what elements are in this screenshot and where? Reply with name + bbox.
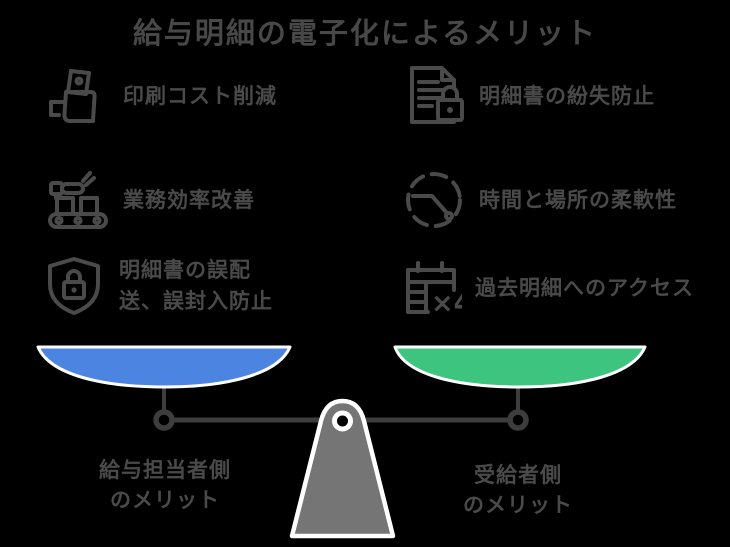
page-title: 給与明細の電子化によるメリット	[132, 18, 598, 50]
fulcrum-hole	[332, 410, 353, 432]
left-pan	[36, 345, 292, 389]
clock-icon	[402, 168, 466, 232]
benefit-label: 業務効率改善	[123, 188, 255, 212]
balance-scale	[36, 345, 647, 539]
left-ring	[153, 409, 175, 431]
right-pan-label: 受給者側 のメリット	[463, 464, 573, 517]
benefit-item-flexibility: 時間と場所の柔軟性	[402, 164, 677, 236]
benefit-label: 時間と場所の柔軟性	[479, 188, 677, 212]
benefit-item-print-cost: 印刷コスト削減	[46, 60, 277, 132]
conveyor-icon	[46, 168, 110, 232]
benefit-item-misdelivery: 明細書の誤配 送、誤封入防止	[42, 250, 273, 322]
benefit-label: 明細書の紛失防止	[479, 84, 655, 108]
benefit-label: 印刷コスト削減	[123, 84, 277, 108]
benefit-item-loss-prevention: 明細書の紛失防止	[402, 60, 655, 132]
pan-link-lines	[162, 385, 520, 412]
right-pan	[393, 345, 647, 389]
benefit-label: 明細書の誤配 送、誤封入防止	[119, 259, 273, 313]
benefit-item-past-access: ×4 過去明細へのアクセス	[398, 252, 694, 324]
shield-lock-icon	[42, 254, 106, 318]
right-ring	[507, 409, 529, 431]
document-lock-icon	[402, 64, 466, 128]
calendar-x4-badge: ×4	[431, 288, 462, 319]
benefit-item-efficiency: 業務効率改善	[46, 164, 255, 236]
fulcrum	[289, 398, 396, 539]
calendar-icon: ×4	[398, 256, 472, 320]
benefit-label: 過去明細へのアクセス	[475, 276, 694, 300]
printer-icon	[46, 64, 110, 128]
left-pan-label: 給与担当者側 のメリット	[99, 459, 231, 512]
